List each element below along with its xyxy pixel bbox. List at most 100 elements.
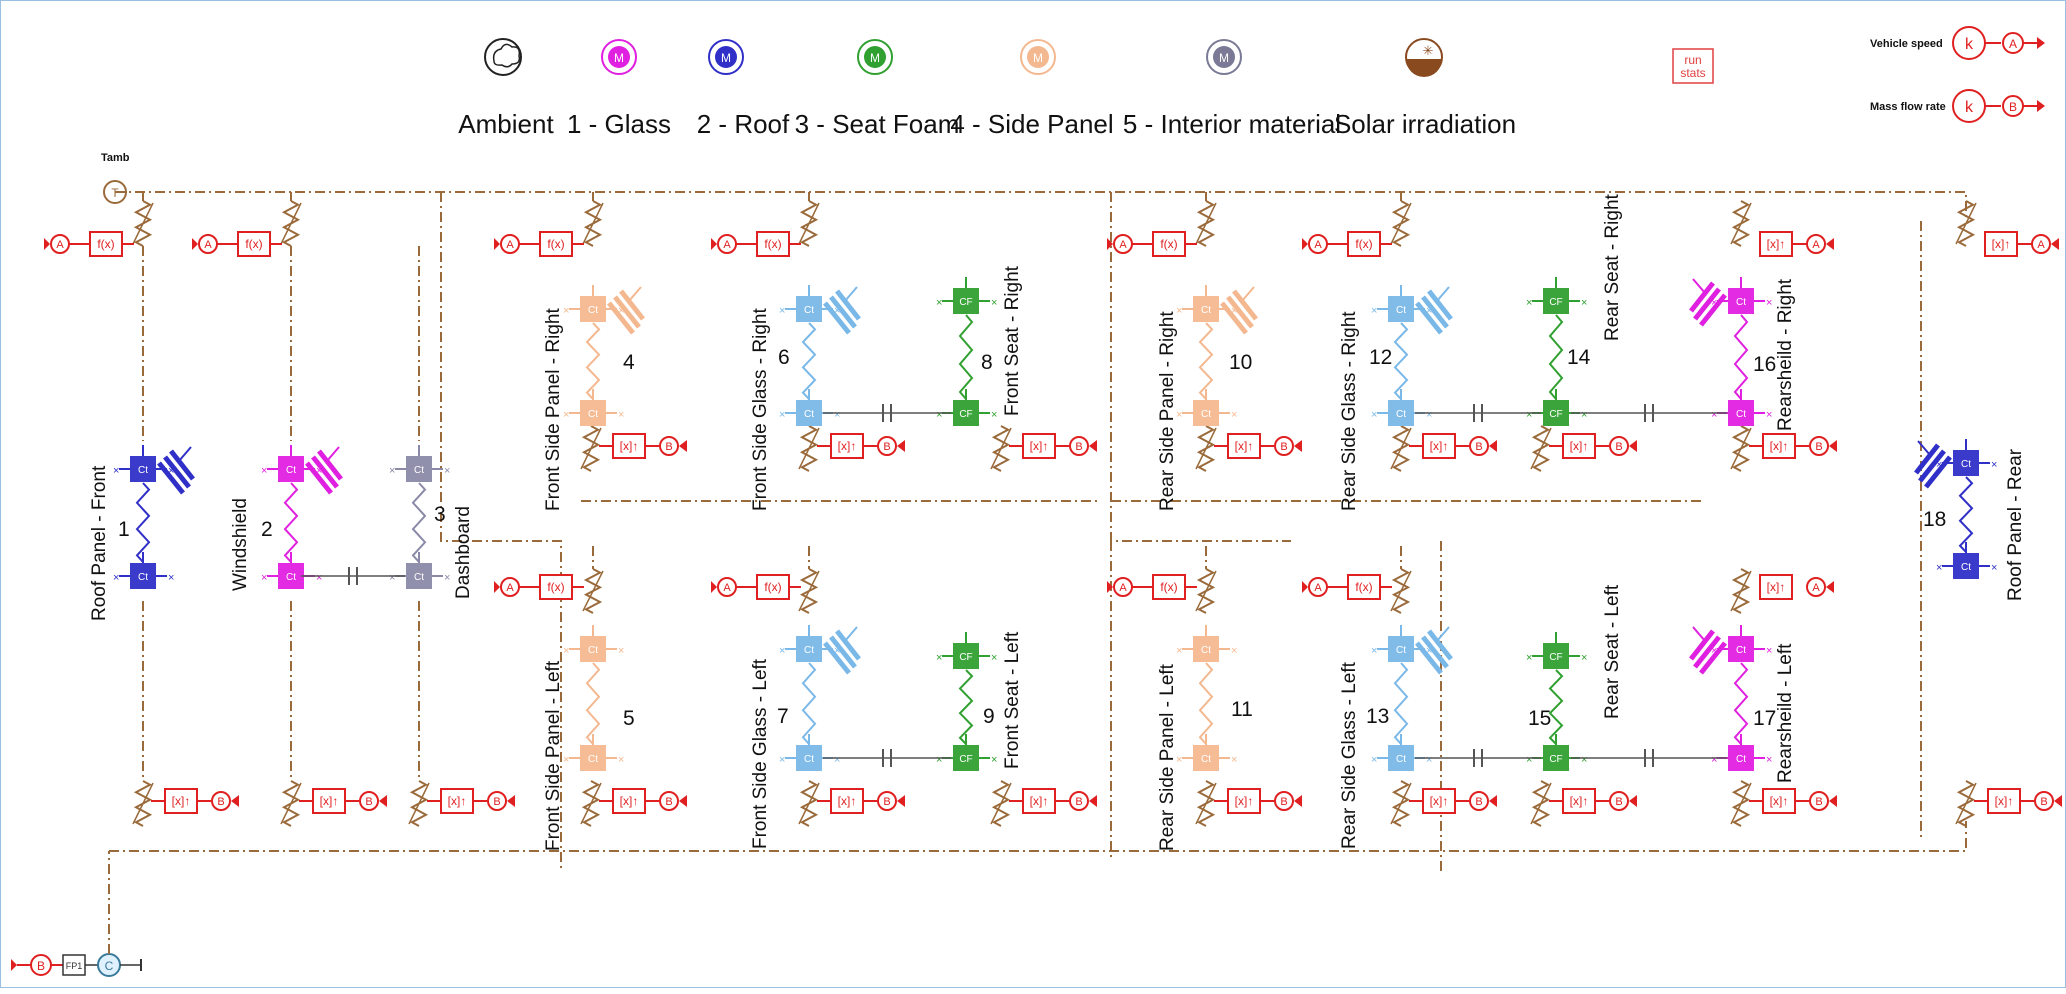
- component-15-node-b[interactable]: ××CF: [1526, 734, 1587, 771]
- svg-text:B: B: [1075, 796, 1082, 808]
- output-block[interactable]: [x]↑B: [1009, 788, 1097, 814]
- component-7-node-a[interactable]: ××Ct: [779, 625, 840, 662]
- output-block[interactable]: [x]↑B: [1749, 788, 1837, 814]
- output-block[interactable]: [x]↑B: [427, 788, 515, 814]
- svg-text:stats: stats: [1680, 66, 1705, 80]
- component-16-node-a[interactable]: ××Ct: [1711, 277, 1772, 314]
- output-block[interactable]: [x]↑B: [1549, 433, 1637, 459]
- component-1-node-a[interactable]: ××Ct: [113, 445, 174, 482]
- component-11-node-a[interactable]: ××Ct: [1176, 625, 1237, 662]
- component-3-node-b[interactable]: ××Ct: [389, 552, 450, 589]
- component-13-node-a[interactable]: ××Ct: [1371, 625, 1432, 662]
- output-block[interactable]: [x]↑B: [151, 788, 239, 814]
- port-x: ×: [991, 409, 997, 421]
- run-stats-button[interactable]: run stats: [1672, 48, 1714, 84]
- legend-item-5[interactable]: M4 - Side Panel: [950, 39, 1114, 139]
- output-block[interactable]: [x]↑B: [1974, 788, 2062, 814]
- vehicle-speed-input[interactable]: Vehicle speed k A: [1870, 26, 2045, 60]
- component-14-node-a[interactable]: ××CF: [1526, 277, 1587, 314]
- conductor-icon: [1198, 322, 1214, 400]
- legend-item-1[interactable]: Ambient: [458, 38, 554, 139]
- component-8-node-a[interactable]: ××CF: [936, 277, 997, 314]
- component-10-node-b[interactable]: ××Ct: [1176, 389, 1237, 426]
- component-4-node-b[interactable]: ××Ct: [563, 389, 624, 426]
- arrow-icon: [1089, 795, 1097, 807]
- legend-label: 2 - Roof: [697, 109, 790, 139]
- component-3-node-a[interactable]: ××Ct: [389, 445, 450, 482]
- svg-text:[x]↑: [x]↑: [1430, 794, 1449, 808]
- port-x: ×: [1581, 409, 1587, 421]
- component-2-node-b[interactable]: ××Ct: [261, 552, 322, 589]
- output-block[interactable]: [x]↑B: [1549, 788, 1637, 814]
- component-18-node-a[interactable]: ××Ct: [1936, 439, 1997, 476]
- component-8-node-b[interactable]: ××CF: [936, 389, 997, 426]
- block-body: [796, 400, 822, 426]
- port-x: ×: [1176, 754, 1182, 766]
- component-2-node-a[interactable]: ××Ct: [261, 445, 322, 482]
- component-6-node-a[interactable]: ××Ct: [779, 285, 840, 322]
- output-block[interactable]: [x]↑B: [1409, 433, 1497, 459]
- component-17-node-a[interactable]: ××Ct: [1711, 625, 1772, 662]
- mass-flow-output[interactable]: B FP1 C: [11, 851, 142, 977]
- component-13-node-b[interactable]: ××Ct: [1371, 734, 1432, 771]
- component-15-node-a[interactable]: ××CF: [1526, 632, 1587, 669]
- legend-item-4[interactable]: M3 - Seat Foam: [795, 39, 960, 139]
- component-5-node-a[interactable]: ××Ct: [563, 625, 624, 662]
- component-14-node-b[interactable]: ××CF: [1526, 389, 1587, 426]
- legend-item-6[interactable]: M5 - Interior material: [1123, 39, 1341, 139]
- arrow-icon: [1826, 238, 1834, 250]
- port-x: ×: [991, 754, 997, 766]
- component-5-node-b[interactable]: ××Ct: [563, 734, 624, 771]
- component-16-node-b[interactable]: ××Ct: [1711, 389, 1772, 426]
- output-port: [2034, 791, 2054, 811]
- block-body: [580, 745, 606, 771]
- component-18-node-b[interactable]: ××Ct: [1936, 542, 1997, 579]
- output-block[interactable]: [x]↑B: [1214, 433, 1302, 459]
- output-block[interactable]: [x]↑B: [1749, 433, 1837, 459]
- legend-item-7[interactable]: ✳Solar irradiation: [1334, 38, 1516, 139]
- output-block[interactable]: [x]↑B: [817, 788, 905, 814]
- component-4-node-a[interactable]: ××Ct: [563, 285, 624, 322]
- port-x: ×: [1526, 754, 1532, 766]
- port-x: ×: [389, 572, 395, 584]
- solar-absorber-icon: [823, 289, 861, 335]
- component-12-node-b[interactable]: ××Ct: [1371, 389, 1432, 426]
- component-17-node-b[interactable]: ××Ct: [1711, 734, 1772, 771]
- component-10-node-a[interactable]: ××Ct: [1176, 285, 1237, 322]
- block-body: [1728, 745, 1754, 771]
- output-block[interactable]: [x]↑B: [1409, 788, 1497, 814]
- component-6-node-b[interactable]: ××Ct: [779, 389, 840, 426]
- svg-text:f(x): f(x): [1355, 580, 1372, 594]
- component-7-node-b[interactable]: ××Ct: [779, 734, 840, 771]
- port-x: ×: [779, 754, 785, 766]
- svg-text:[x]↑: [x]↑: [1235, 439, 1254, 453]
- output-block[interactable]: [x]↑B: [1214, 788, 1302, 814]
- component-9-node-b[interactable]: ××CF: [936, 734, 997, 771]
- component-9-node-a[interactable]: ××CF: [936, 632, 997, 669]
- material-glyph: M: [870, 51, 880, 65]
- mass-flow-rate-input[interactable]: Mass flow rate k B: [1870, 89, 2045, 123]
- svg-text:B: B: [37, 959, 45, 973]
- component-1-node-b[interactable]: ××Ct: [113, 552, 174, 589]
- tamb-source[interactable]: Tamb T: [101, 152, 130, 204]
- output-block[interactable]: [x]↑B: [1009, 433, 1097, 459]
- output-block[interactable]: [x]↑B: [599, 433, 687, 459]
- output-block[interactable]: [x]↑B: [299, 788, 387, 814]
- output-block[interactable]: [x]↑B: [599, 788, 687, 814]
- component-11-node-b[interactable]: ××Ct: [1176, 734, 1237, 771]
- legend-item-2[interactable]: M1 - Glass: [567, 39, 671, 139]
- legend-item-3[interactable]: M2 - Roof: [697, 39, 790, 139]
- output-block[interactable]: [x]↑B: [817, 433, 905, 459]
- component-12-node-a[interactable]: ××Ct: [1371, 285, 1432, 322]
